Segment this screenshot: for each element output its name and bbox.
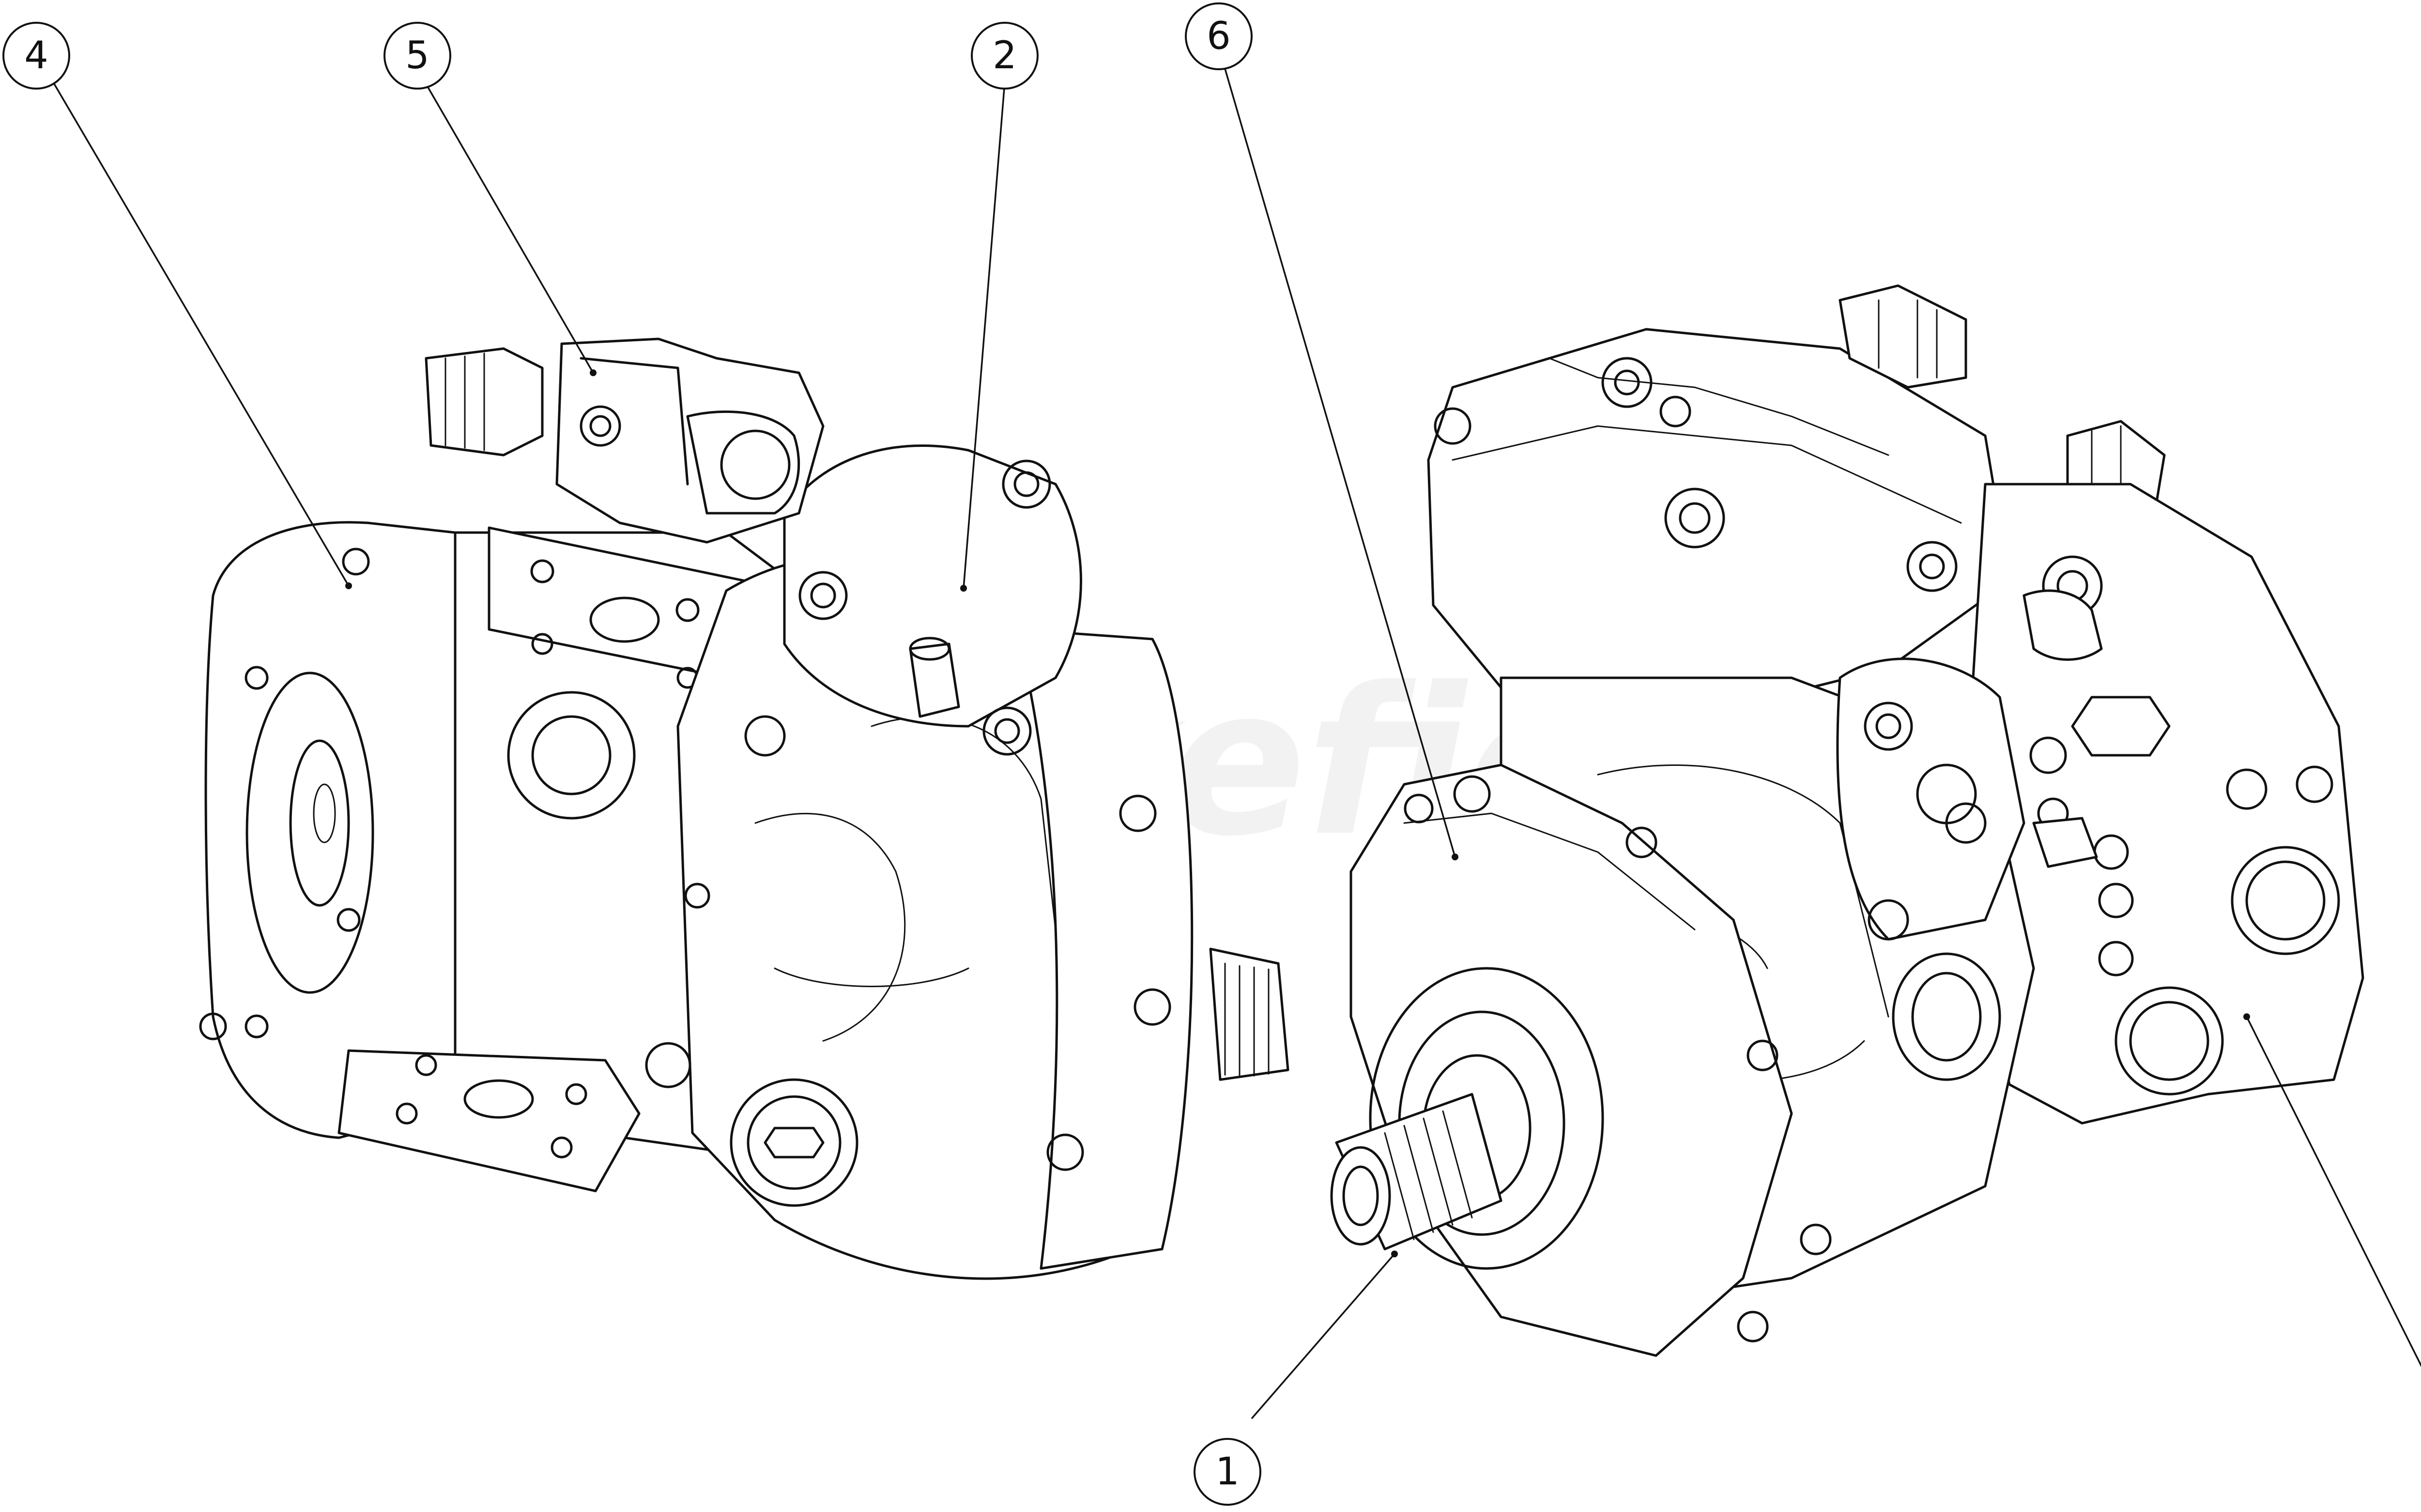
callout-2: 2 [971,22,1039,90]
leader-line-2 [963,82,1006,589]
callout-5-label: 5 [405,34,429,77]
callout-2-label: 2 [993,34,1017,77]
leader-lines [52,60,2421,1420]
leader-line-6 [1222,60,1456,857]
callout-1-label: 1 [1215,1450,1240,1494]
callout-1: 1 [1194,1438,1261,1506]
right-pump-assembly [1330,284,2364,1357]
callout-6-label: 6 [1207,15,1231,58]
leader-line-4 [52,82,350,586]
leader-line-5 [423,79,594,373]
leader-line-1 [1251,1253,1395,1420]
callout-6: 6 [1185,2,1253,70]
leader-line-3 [2246,1016,2421,1367]
callout-4-label: 4 [24,34,48,77]
callout-5: 5 [383,22,451,90]
left-pump-assembly [199,337,1289,1280]
callout-4: 4 [2,22,70,90]
